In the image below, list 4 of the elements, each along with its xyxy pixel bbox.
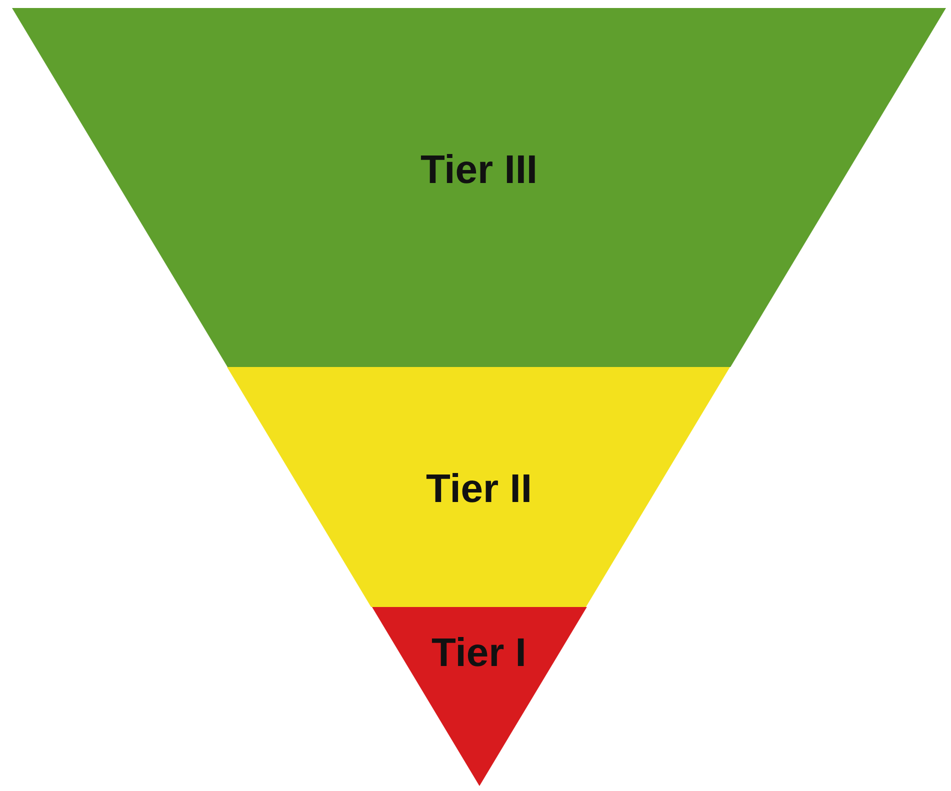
tier-label: Tier I xyxy=(432,631,526,676)
tier-label: Tier II xyxy=(426,467,532,512)
tier-label: Tier III xyxy=(420,148,538,193)
funnel-band xyxy=(12,8,946,367)
